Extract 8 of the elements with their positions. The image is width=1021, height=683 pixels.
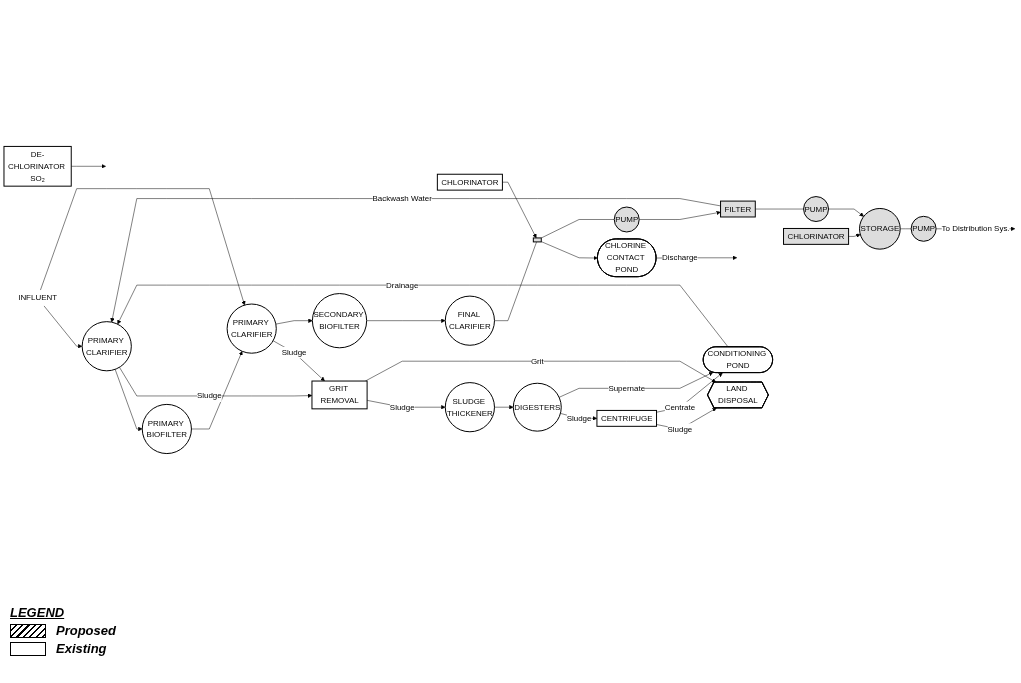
- node-box: [532, 237, 542, 243]
- legend-label: Proposed: [56, 623, 116, 638]
- connector: [494, 241, 537, 321]
- connector: [755, 208, 804, 210]
- legend-label: Existing: [56, 641, 107, 656]
- legend-title: LEGEND: [10, 605, 66, 620]
- connector: [899, 228, 912, 230]
- connector: [541, 219, 615, 239]
